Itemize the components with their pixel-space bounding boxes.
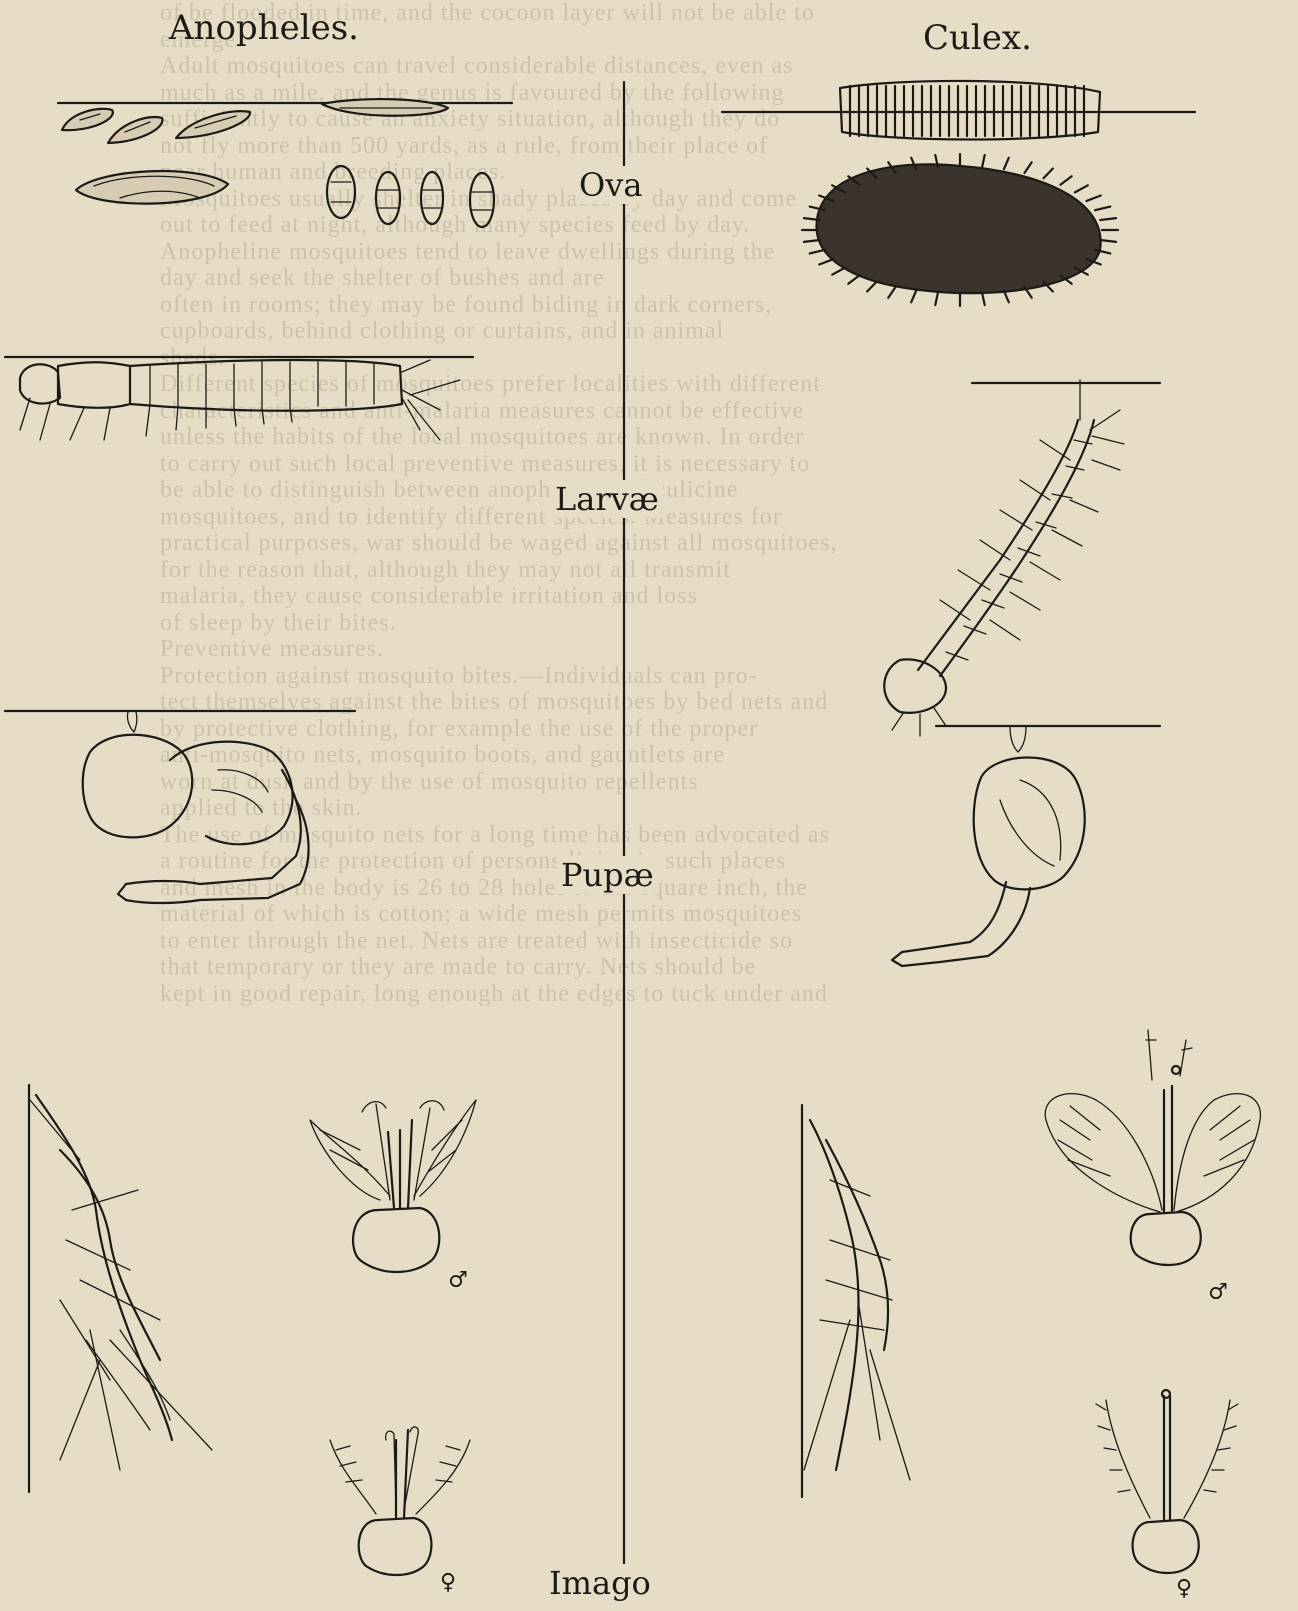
anopheles-pupa-illustration <box>5 711 355 903</box>
anopheles-male-head-illustration <box>310 1100 476 1272</box>
culex-pupa-illustration <box>892 726 1160 966</box>
header-culex: Culex. <box>923 18 1032 58</box>
anopheles-adult-side-illustration <box>29 1085 212 1492</box>
anopheles-male-symbol: ♂ <box>448 1268 468 1293</box>
culex-adult-side-illustration <box>802 1105 910 1497</box>
anopheles-larva-illustration <box>5 357 473 440</box>
culex-female-head-illustration <box>1096 1390 1238 1573</box>
culex-female-symbol: ♀ <box>1176 1576 1192 1601</box>
anopheles-ova-illustration <box>58 99 512 227</box>
anopheles-egg-row <box>62 99 448 143</box>
culex-male-symbol: ♂ <box>1208 1280 1228 1305</box>
anopheles-female-head-illustration <box>330 1427 470 1575</box>
culex-male-head-illustration <box>1045 1030 1260 1265</box>
stage-label-imago: Imago <box>545 1564 655 1602</box>
culex-ova-illustration <box>722 81 1195 306</box>
header-anopheles: Anopheles. <box>169 8 359 48</box>
culex-egg-raft-side <box>840 81 1100 140</box>
culex-larva-illustration <box>884 380 1160 736</box>
anopheles-egg-cluster <box>327 166 494 227</box>
stage-label-ova: Ova <box>575 166 646 204</box>
stage-label-pupae: Pupæ <box>557 856 658 894</box>
anopheles-female-symbol: ♀ <box>440 1570 456 1595</box>
stage-label-larvae: Larvæ <box>551 480 663 518</box>
